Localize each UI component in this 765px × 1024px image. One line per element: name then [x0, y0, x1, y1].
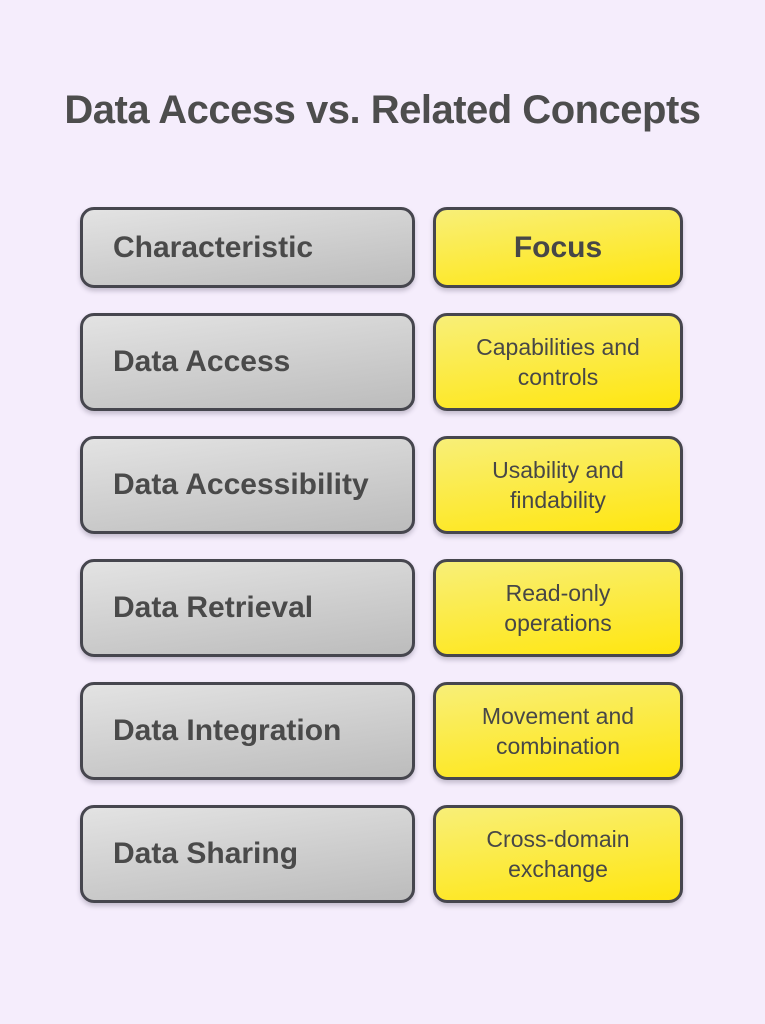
focus-cell-data-integration: Movement and combination — [433, 682, 683, 780]
focus-cell-data-retrieval: Read-only operations — [433, 559, 683, 657]
page-title: Data Access vs. Related Concepts — [64, 88, 701, 132]
characteristic-cell-data-retrieval: Data Retrieval — [80, 559, 415, 657]
focus-cell-data-sharing: Cross-domain exchange — [433, 805, 683, 903]
characteristic-cell-data-integration: Data Integration — [80, 682, 415, 780]
characteristic-cell-data-sharing: Data Sharing — [80, 805, 415, 903]
comparison-table: Characteristic Focus Data Access Capabil… — [80, 207, 683, 903]
characteristic-cell-data-accessibility: Data Accessibility — [80, 436, 415, 534]
characteristic-cell-data-access: Data Access — [80, 313, 415, 411]
focus-cell-data-accessibility: Usability and findability — [433, 436, 683, 534]
header-characteristic: Characteristic — [80, 207, 415, 288]
focus-cell-data-access: Capabilities and controls — [433, 313, 683, 411]
header-focus: Focus — [433, 207, 683, 288]
